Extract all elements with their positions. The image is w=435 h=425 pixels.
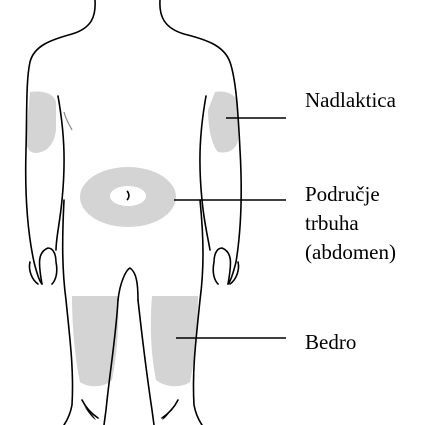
abdomen-center-hole (110, 186, 146, 206)
abdomen-label: Područje trbuha (abdomen) (305, 180, 396, 267)
abdomen-label-line-3: (abdomen) (305, 238, 396, 267)
right-arm-crease (64, 112, 72, 130)
right-knee-mark (84, 406, 96, 420)
upper-arm-label: Nadlaktica (305, 86, 396, 115)
thigh-region-right (72, 296, 118, 386)
thigh-label: Bedro (305, 328, 356, 357)
abdomen-label-line-1: Područje (305, 180, 396, 209)
abdomen-label-line-2: trbuha (305, 209, 396, 238)
upper-arm-region-left (208, 92, 238, 153)
upper-arm-region-right (26, 91, 56, 153)
left-knee-mark (162, 406, 174, 420)
thigh-region-left (151, 296, 198, 386)
